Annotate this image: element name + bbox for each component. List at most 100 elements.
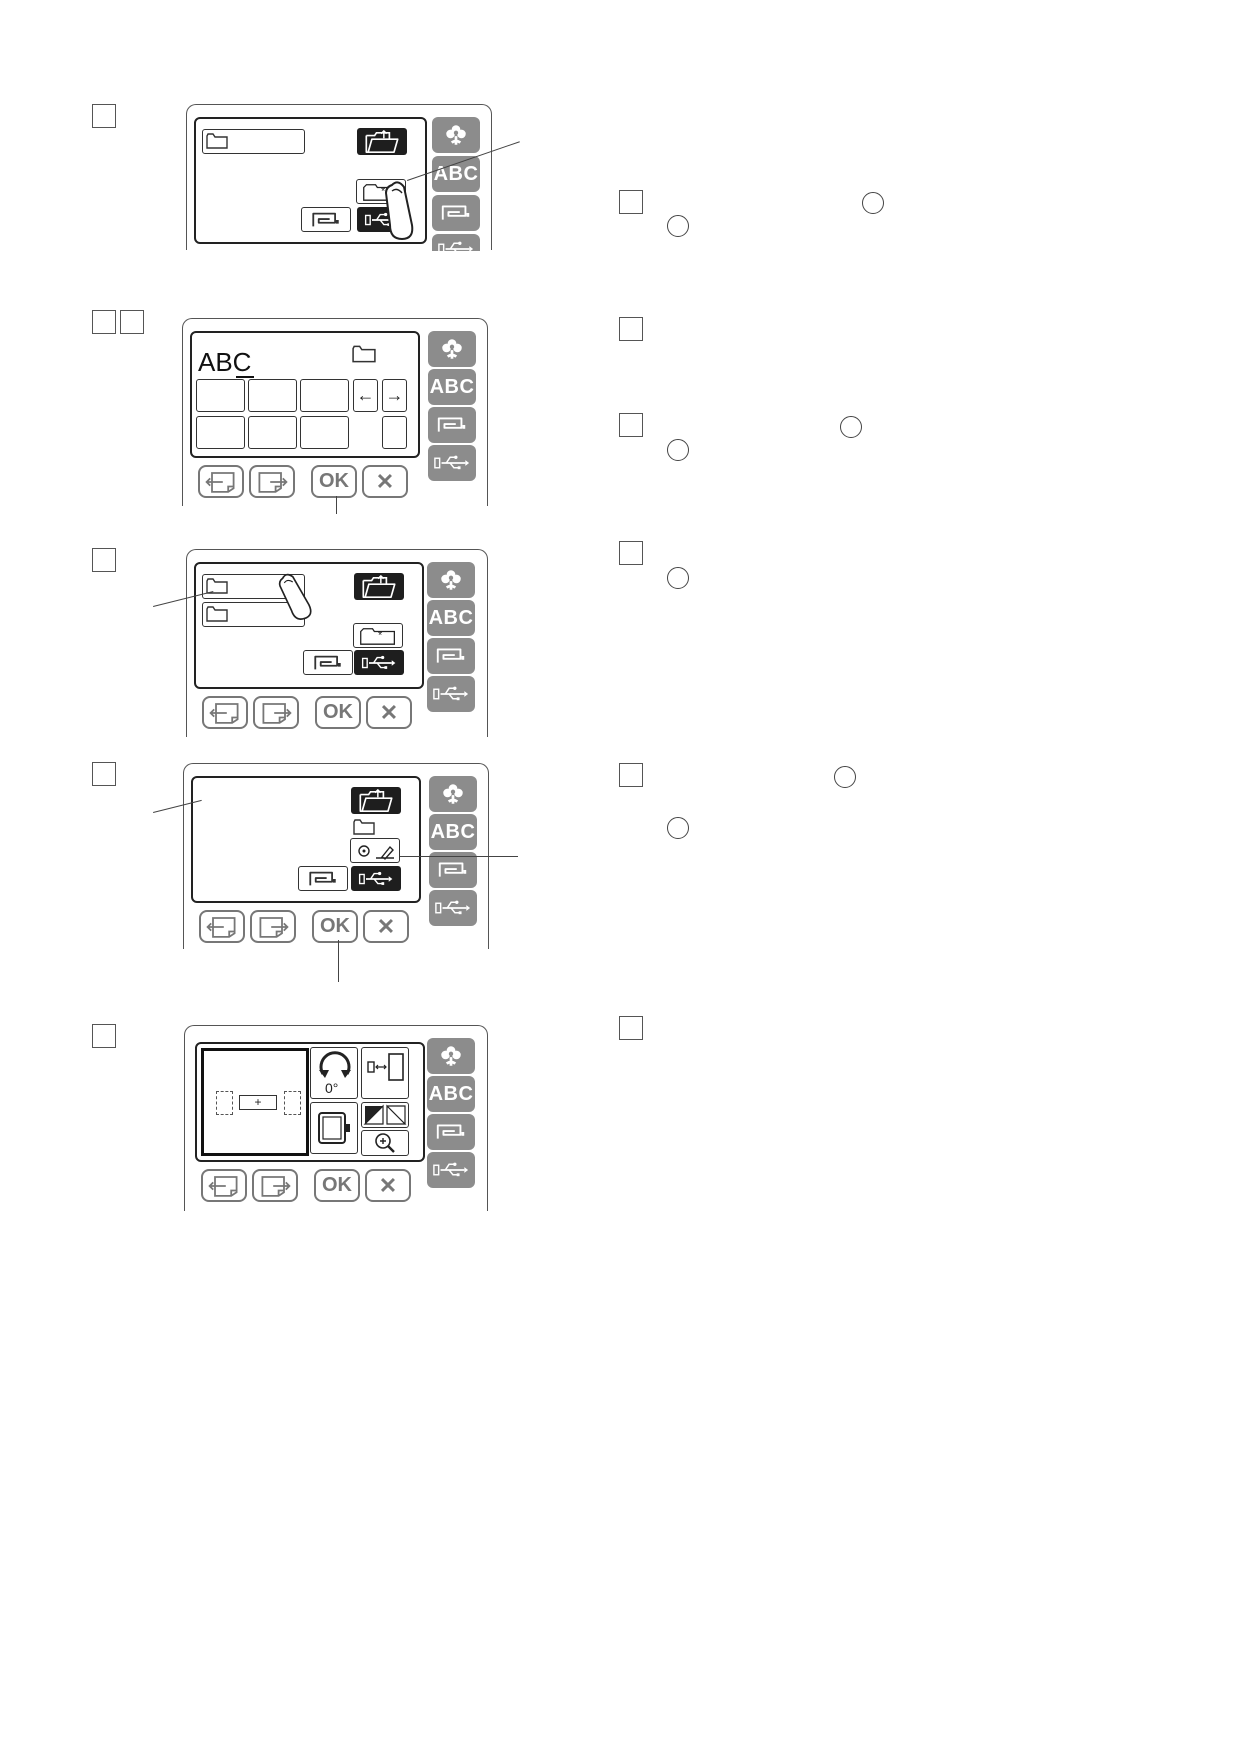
lcd-screen — [194, 117, 427, 244]
mirror-button[interactable] — [361, 1047, 409, 1099]
right-arrow-button[interactable]: → — [382, 379, 407, 412]
machine-memory-button[interactable] — [301, 207, 351, 232]
leader-line — [336, 496, 337, 514]
letter-key[interactable] — [300, 416, 349, 449]
machine-memory-button[interactable] — [303, 650, 353, 675]
page-back-icon — [204, 915, 240, 939]
folder-field[interactable] — [202, 602, 305, 627]
step-box-3 — [92, 548, 116, 572]
flower-mode-button[interactable] — [428, 331, 476, 367]
abc-mode-button[interactable]: ABC — [427, 600, 475, 636]
embroidery-preview: + — [201, 1048, 309, 1156]
page-forward-button[interactable] — [253, 696, 299, 729]
letter-key[interactable] — [196, 416, 245, 449]
panel-5: + 0° — [184, 1025, 488, 1211]
sewing-machine-icon — [435, 414, 469, 436]
step-box-1 — [92, 104, 116, 128]
usb-icon — [432, 683, 470, 705]
open-folder-icon — [360, 575, 398, 599]
letter-key[interactable] — [248, 416, 297, 449]
machine-mode-button[interactable] — [429, 852, 477, 888]
usb-mode-button[interactable] — [432, 234, 480, 251]
page-forward-icon — [255, 915, 291, 939]
flower-mode-button[interactable] — [427, 1038, 475, 1074]
panel-2: ABC ← → ABC OK ✕ — [182, 318, 488, 506]
folder-field[interactable] — [202, 129, 305, 154]
left-arrow-button[interactable]: ← — [353, 379, 378, 412]
machine-mode-button[interactable] — [427, 638, 475, 674]
usb-icon — [437, 238, 475, 252]
usb-mode-button[interactable] — [427, 676, 475, 712]
usb-mode-button[interactable] — [428, 445, 476, 481]
panel-4: ABC OK ✕ — [183, 763, 489, 949]
open-folder-icon — [363, 130, 401, 154]
rotation-angle: 0° — [325, 1080, 339, 1096]
page-forward-button[interactable] — [249, 465, 295, 498]
zoom-button[interactable] — [361, 1130, 409, 1156]
page-back-icon — [206, 1174, 242, 1198]
folder-icon — [206, 606, 228, 622]
usb-mode-button[interactable] — [429, 890, 477, 926]
lcd-screen: ABC ← → — [190, 331, 420, 458]
leader-line — [338, 940, 339, 982]
machine-memory-button[interactable] — [298, 866, 348, 891]
cancel-label: ✕ — [376, 913, 396, 939]
machine-mode-button[interactable] — [428, 407, 476, 443]
usb-icon — [360, 653, 398, 673]
lcd-screen — [191, 776, 421, 903]
usb-button[interactable] — [351, 866, 401, 891]
right-step-box-6 — [619, 1016, 643, 1040]
cancel-button[interactable]: ✕ — [362, 465, 408, 498]
letter-key[interactable] — [248, 379, 297, 412]
open-folder-button[interactable] — [351, 787, 401, 814]
machine-mode-button[interactable] — [432, 195, 480, 231]
design-edit-button[interactable] — [350, 838, 400, 863]
page-forward-button[interactable] — [250, 910, 296, 943]
cancel-button[interactable]: ✕ — [363, 910, 409, 943]
ok-button[interactable]: OK — [312, 910, 358, 943]
cancel-button[interactable]: ✕ — [365, 1169, 411, 1202]
machine-mode-button[interactable] — [427, 1114, 475, 1150]
abc-mode-button[interactable]: ABC — [432, 156, 480, 192]
ok-button[interactable]: OK — [314, 1169, 360, 1202]
right-step-box-4 — [619, 541, 643, 565]
flower-icon — [439, 336, 465, 362]
flower-mode-button[interactable] — [432, 117, 480, 153]
page-back-button[interactable] — [202, 696, 248, 729]
letter-key[interactable] — [300, 379, 349, 412]
usb-button[interactable] — [354, 650, 404, 675]
page-back-button[interactable] — [198, 465, 244, 498]
open-folder-button[interactable] — [357, 128, 407, 155]
ok-label: OK — [323, 701, 353, 723]
ok-button[interactable]: OK — [311, 465, 357, 498]
right-step-box-1 — [619, 190, 643, 214]
new-folder-button[interactable] — [353, 623, 403, 648]
color-split-button[interactable] — [361, 1102, 409, 1128]
cancel-label: ✕ — [378, 1172, 398, 1198]
right-step-box-2 — [619, 317, 643, 341]
page-back-icon — [207, 701, 243, 725]
page-back-button[interactable] — [199, 910, 245, 943]
abc-mode-button[interactable]: ABC — [427, 1076, 475, 1112]
letter-key[interactable] — [382, 416, 407, 449]
letter-key[interactable] — [196, 379, 245, 412]
ok-button[interactable]: OK — [315, 696, 361, 729]
page-back-button[interactable] — [201, 1169, 247, 1202]
flower-mode-button[interactable] — [427, 562, 475, 598]
ok-label: OK — [319, 470, 349, 492]
usb-mode-button[interactable] — [427, 1152, 475, 1188]
abc-label: ABC — [433, 162, 479, 185]
mirror-icon — [367, 1053, 404, 1081]
page-forward-button[interactable] — [252, 1169, 298, 1202]
folder-icon — [352, 345, 376, 363]
cancel-button[interactable]: ✕ — [366, 696, 412, 729]
rotate-button[interactable]: 0° — [310, 1047, 358, 1099]
flower-mode-button[interactable] — [429, 776, 477, 812]
abc-mode-button[interactable]: ABC — [429, 814, 477, 850]
abc-mode-button[interactable]: ABC — [428, 369, 476, 405]
open-folder-button[interactable] — [354, 573, 404, 600]
panel-1: ABC — [186, 104, 492, 251]
cursor — [236, 376, 254, 378]
right-step-box-5 — [619, 763, 643, 787]
hoop-select-button[interactable] — [310, 1102, 358, 1154]
